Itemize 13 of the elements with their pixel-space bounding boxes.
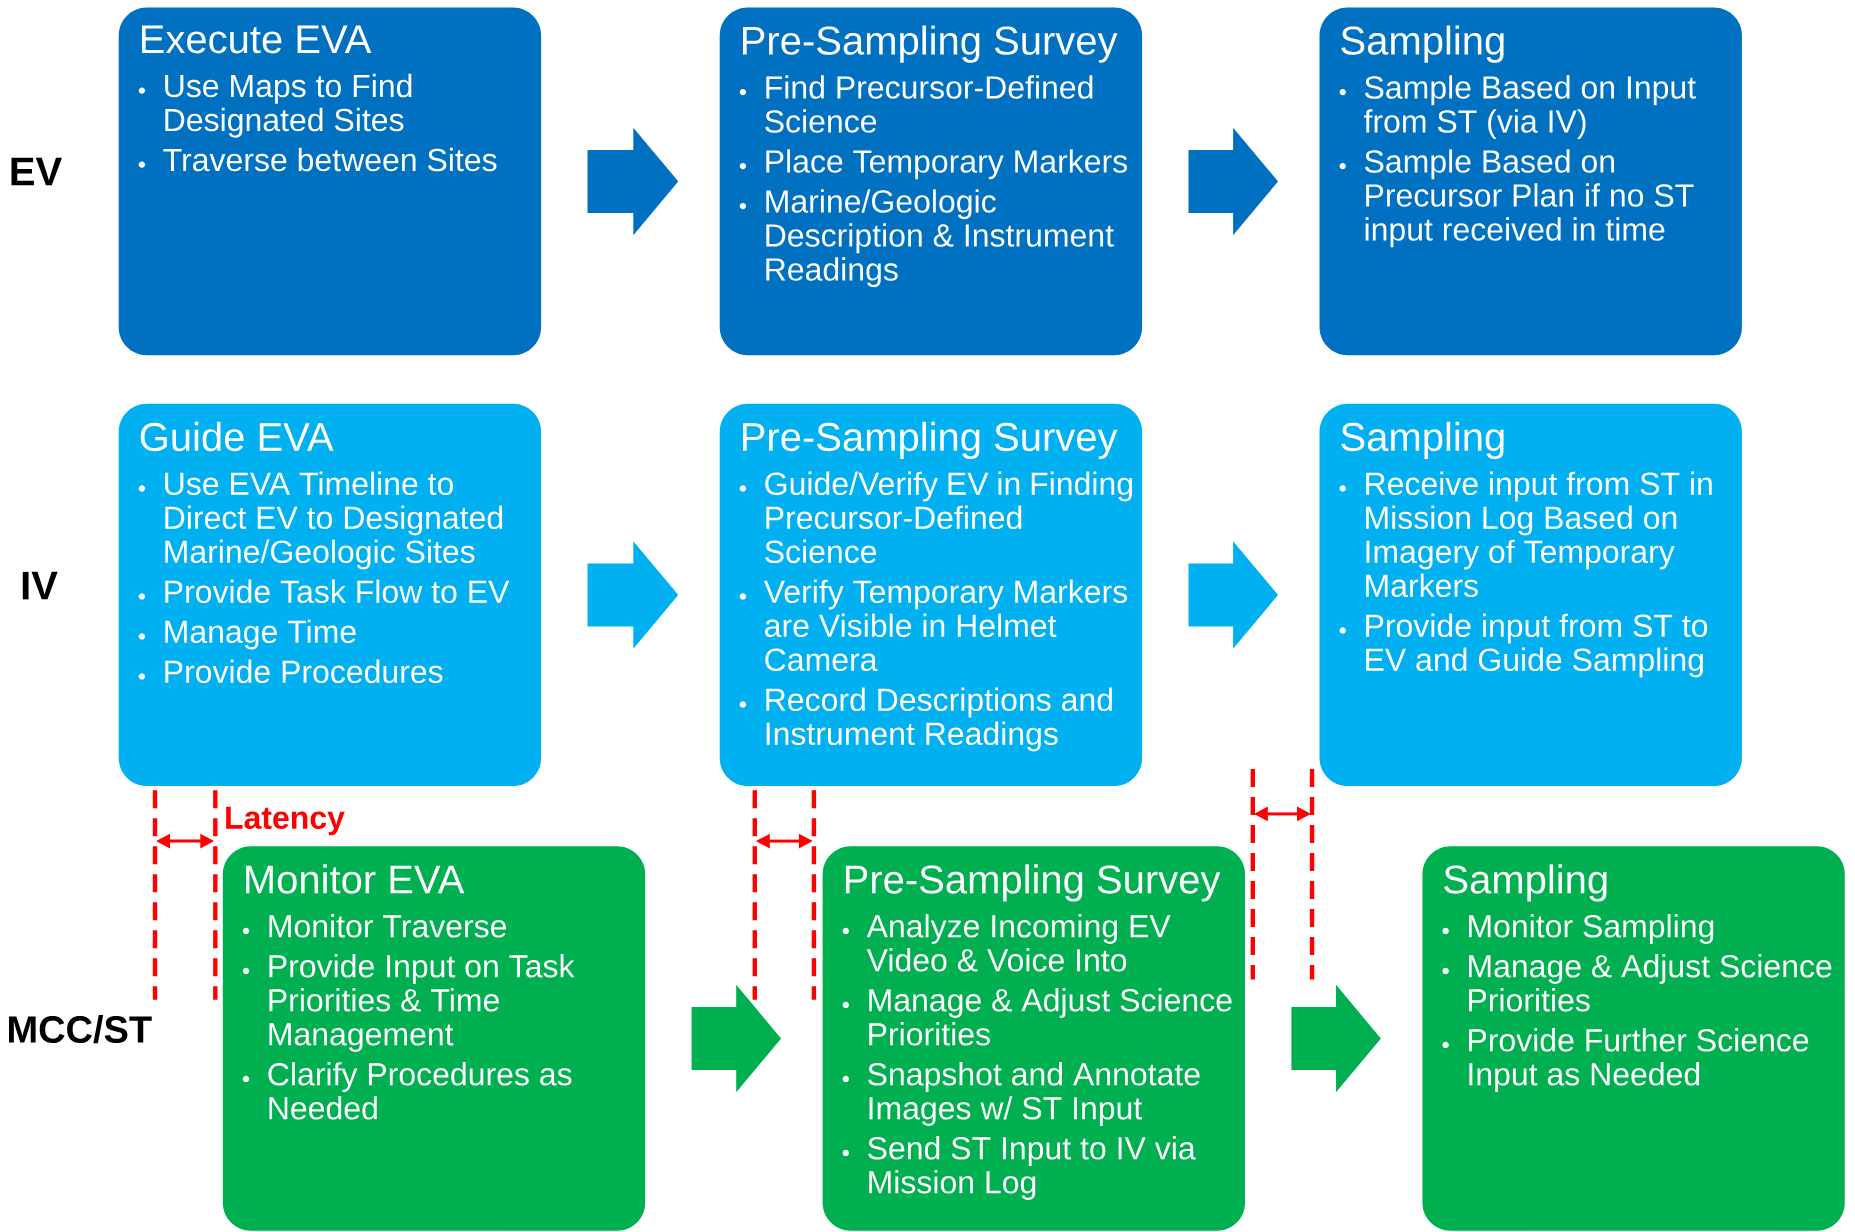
- process-box: Monitor EVA Monitor Traverse Provide Input on Task Priorities & Time Management Clarify Procedures as Needed: [222, 846, 646, 1231]
- process-box: Sampling Monitor Sampling Manage & Adjust Science Priorities Provide Further Science Input as Needed: [1422, 846, 1845, 1231]
- process-box: Execute EVA Use Maps to Find Designated Sites Traverse between Sites: [118, 7, 542, 356]
- process-box: Pre-Sampling Survey Guide/Verify EV in Finding Precursor-Defined Science Verify Temporary Markers are Visible in Helmet Camera Record Descriptions and Instrument Readings: [719, 403, 1143, 786]
- process-box: Pre-Sampling Survey Analyze Incoming EV Video & Voice Into Manage & Adjust Science Priorities Snapshot and Annotate Images w/ ST Input Send ST Input to IV via Mission Log: [822, 846, 1245, 1231]
- row-label: IV: [22, 571, 58, 600]
- row-label: EV: [11, 157, 62, 186]
- latency-label: Latency: [226, 806, 345, 836]
- process-box: Guide EVA Use EVA Timeline to Direct EV to Designated Marine/Geologic Sites Provide Task Flow to EV Manage Time Provide Procedures: [118, 403, 542, 786]
- process-box: Sampling Receive input from ST in Mission Log Based on Imagery of Temporary Markers Provide input from ST to EV and Guide Sampling: [1319, 403, 1742, 786]
- row-label: MCC/ST: [9, 1015, 152, 1044]
- process-box: Sampling Sample Based on Input from ST (via IV) Sample Based on Precursor Plan if no ST input received in time: [1319, 7, 1742, 356]
- process-box: Pre-Sampling Survey Find Precursor-Defined Science Place Temporary Markers Marine/Geologic Description & Instrument Readings: [719, 7, 1143, 356]
